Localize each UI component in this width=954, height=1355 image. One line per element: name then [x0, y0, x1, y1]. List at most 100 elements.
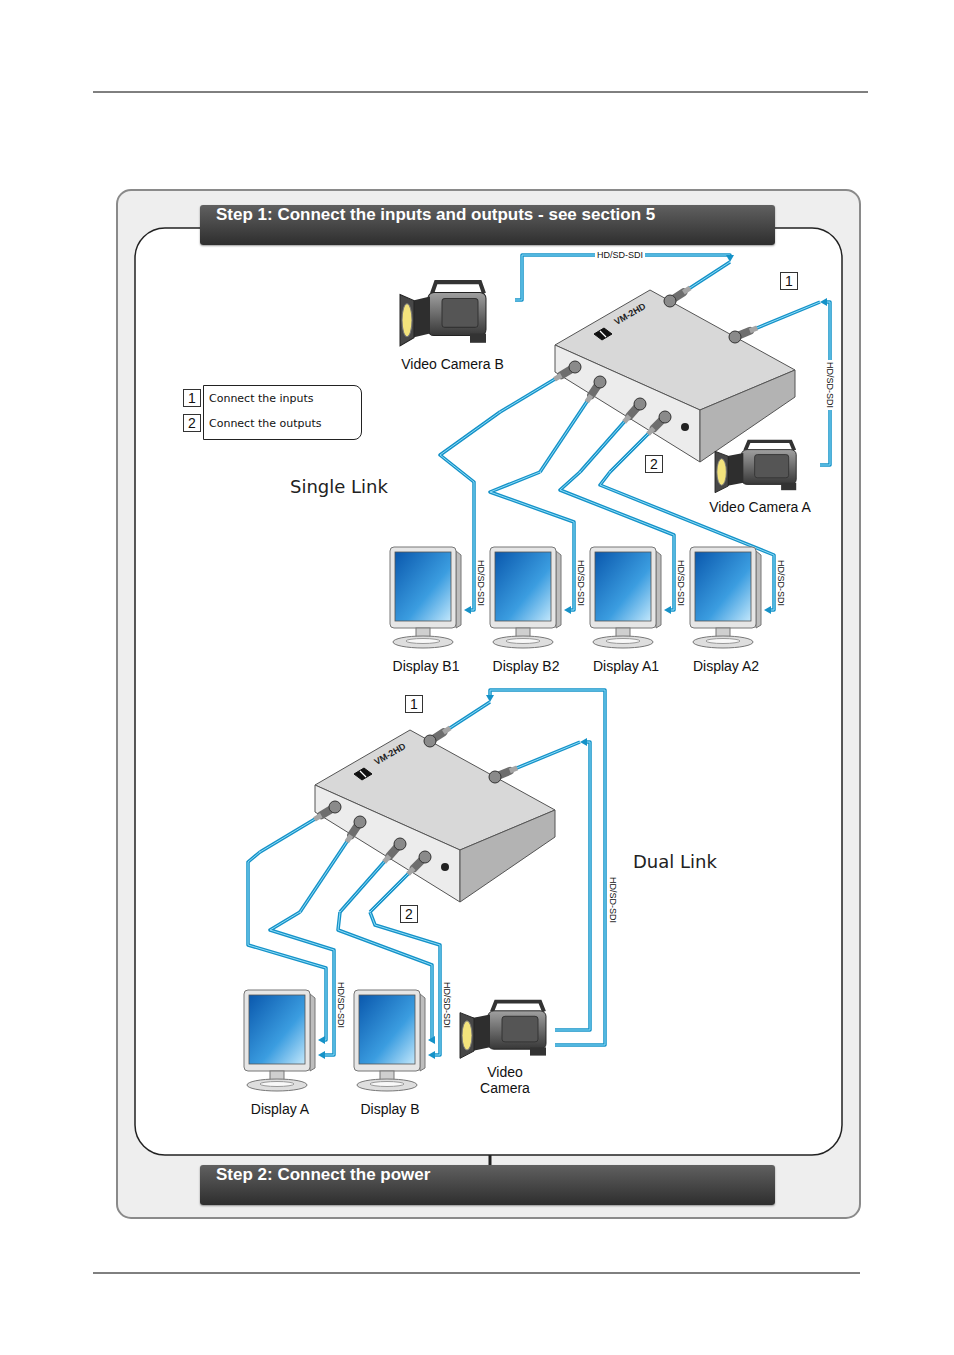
video-camera: Video Camera B — [390, 278, 515, 378]
inner-panel — [135, 228, 842, 1155]
step-title: Step 1: Connect the inputs and outputs -… — [216, 205, 655, 225]
bnc-boot — [510, 768, 517, 771]
display-monitor: Display B — [352, 988, 428, 1123]
monitor-bezel — [390, 547, 456, 628]
device-caption: Video Camera B — [401, 356, 503, 372]
device-caption: Display B1 — [393, 658, 460, 674]
monitor-base-hole — [406, 639, 440, 644]
bnc-socket — [729, 331, 741, 343]
distribution-amplifier: VM-2HD — [260, 702, 580, 912]
cable-stub-highlight — [500, 367, 575, 412]
monitor-screen — [595, 552, 651, 621]
node-illustration — [242, 988, 318, 1093]
monitor-base-hole — [260, 1082, 294, 1087]
cable-stub-highlight — [370, 857, 425, 912]
monitor-icon — [244, 990, 315, 1091]
monitor-bezel — [354, 990, 420, 1071]
camera-panel — [755, 455, 789, 478]
arrow-head — [726, 255, 734, 262]
monitor-screen — [695, 552, 751, 621]
monitor-base-hole — [506, 639, 540, 644]
section-title: Dual Link — [633, 851, 717, 872]
cable-stub-highlight — [735, 302, 820, 337]
cable-stub-highlight — [260, 807, 335, 852]
monitor-base-hole — [706, 639, 740, 644]
camera-lens — [412, 297, 430, 338]
cable-stub — [495, 742, 580, 777]
monitor-icon — [354, 990, 425, 1091]
camera-viewfinder — [530, 1047, 546, 1055]
step-band: Step 2: Connect the power — [200, 1165, 775, 1205]
arrow-head — [428, 1051, 435, 1059]
bnc-socket — [354, 816, 366, 828]
bnc-boot — [624, 416, 629, 422]
device-caption: Display A1 — [593, 658, 659, 674]
arrow-head — [318, 1036, 325, 1044]
monitor-side — [656, 551, 661, 628]
bnc-socket — [659, 411, 671, 423]
node-illustration — [688, 545, 764, 650]
device-caption: Display A — [251, 1101, 309, 1117]
cable-stub-highlight — [580, 404, 640, 472]
camera-hood — [715, 451, 728, 492]
cable-stub-highlight — [495, 742, 580, 777]
monitor-side — [456, 551, 461, 628]
video-camera: Video Camera A — [700, 438, 820, 518]
device-caption: Video Camera — [470, 1064, 540, 1096]
camera-panel — [442, 299, 478, 328]
outer-panel — [117, 190, 860, 1218]
callout-number: 1 — [780, 272, 798, 290]
monitor-base — [493, 636, 553, 648]
signal-label: HD/SD-SDI — [595, 250, 645, 260]
cable-stub — [500, 367, 575, 412]
bnc-boot — [648, 428, 654, 434]
monitor-bezel — [244, 990, 310, 1071]
bnc-socket — [419, 851, 431, 863]
camera-viewfinder — [781, 483, 796, 490]
node-illustration — [588, 545, 664, 650]
bnc-boot — [347, 835, 351, 842]
display-monitor: Display B2 — [488, 545, 564, 680]
callout-number: 2 — [183, 414, 201, 432]
monitor-screen — [495, 552, 551, 621]
signal-label: HD/SD-SDI — [676, 558, 686, 608]
cable-stub-highlight — [340, 844, 400, 912]
camera-panel — [502, 1016, 538, 1042]
device-front — [555, 345, 700, 462]
monitor-icon — [490, 547, 561, 648]
arrow-head — [464, 606, 471, 614]
arrow-head — [764, 606, 771, 614]
step-band: Step 1: Connect the inputs and outputs -… — [200, 205, 775, 245]
camera-hood — [460, 1013, 474, 1059]
bnc-boot — [683, 288, 690, 292]
camera-lens — [472, 1014, 490, 1051]
display-monitor: Display A — [242, 988, 318, 1123]
callout-number: 1 — [405, 695, 423, 713]
monitor-base — [357, 1079, 417, 1091]
video-camera: Video Camera — [455, 998, 555, 1100]
camera-viewfinder — [470, 334, 486, 343]
device-caption: Display B2 — [493, 658, 560, 674]
monitor-base — [247, 1079, 307, 1091]
signal-label: HD/SD-SDI — [825, 360, 835, 410]
callout-number: 2 — [645, 455, 663, 473]
bnc-boot — [750, 328, 757, 331]
device-logo-mark — [600, 331, 606, 337]
camera-handle — [492, 1002, 544, 1012]
cable-connector — [555, 738, 590, 1030]
monitor-bezel — [490, 547, 556, 628]
callout-number: 1 — [183, 389, 201, 407]
bnc-socket — [634, 398, 646, 410]
device-caption: Video Camera A — [709, 499, 811, 515]
cable-stub — [430, 702, 490, 741]
legend-box: Connect the inputsConnect the outputs — [203, 385, 362, 440]
video-camera-icon — [400, 282, 486, 346]
power-jack — [681, 423, 689, 431]
device-body — [315, 730, 555, 902]
camera-glass — [462, 1021, 472, 1050]
power-jack — [441, 863, 449, 871]
legend-text: Connect the inputs — [209, 392, 314, 405]
node-illustration — [388, 545, 464, 650]
